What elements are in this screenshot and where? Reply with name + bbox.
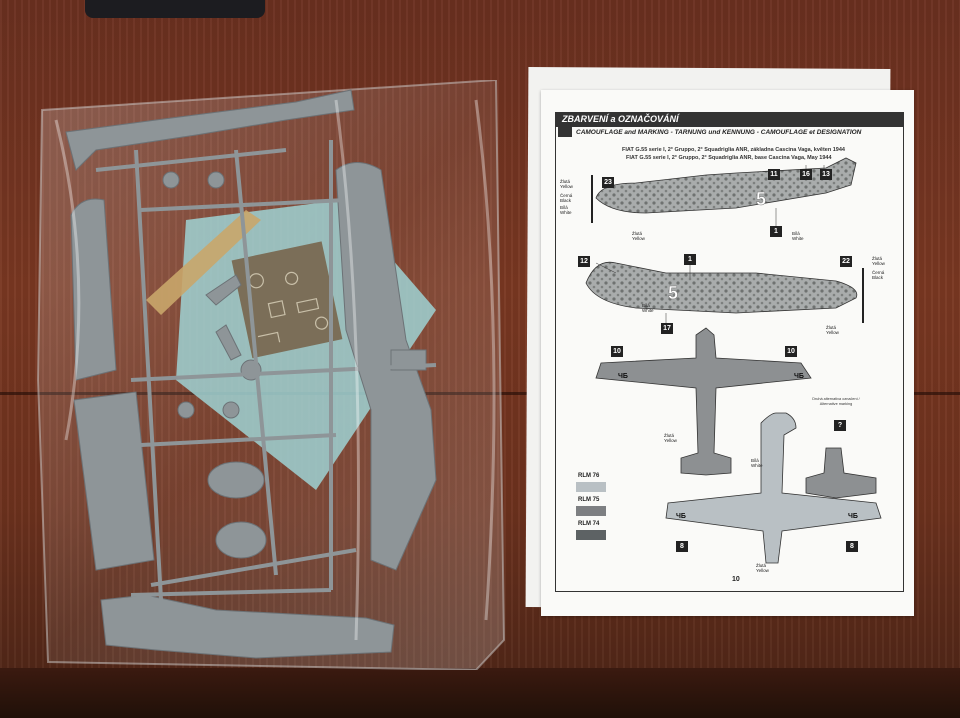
callout-13: 13 — [820, 169, 832, 180]
callout-17: 17 — [661, 323, 673, 334]
sprue-runner — [95, 140, 437, 601]
sheet-title: ZBARVENÍ a OZNAČOVÁNÍ — [562, 114, 679, 124]
fuselage-half-top — [65, 89, 355, 171]
sheet-header: ZBARVENÍ a OZNAČOVÁNÍ — [556, 113, 903, 127]
tailplane-2 — [215, 521, 267, 559]
page-number: 10 — [732, 576, 740, 583]
side-view-left — [595, 157, 857, 214]
rlm-74-swatch — [576, 530, 606, 540]
top-view — [595, 327, 812, 476]
dark-object — [85, 0, 265, 18]
aircraft-number-1: 5 — [756, 189, 767, 210]
callout-10a: 10 — [611, 346, 623, 357]
wing-code-4: ЧБ — [848, 513, 858, 520]
callout-11: 11 — [768, 169, 780, 180]
callout-10b: 10 — [785, 346, 797, 357]
callout-23: 23 — [602, 177, 614, 188]
tailplane-1 — [207, 461, 265, 499]
wing-code-3: ЧБ — [676, 513, 686, 520]
fuselage-half-bottom — [100, 594, 395, 659]
instruction-sheet: ZBARVENÍ a OZNAČOVÁNÍ CAMOUFLAGE and MAR… — [541, 90, 914, 616]
wood-part — [146, 210, 261, 315]
callout-8b: 8 — [846, 541, 858, 552]
caption-cz: FIAT G.55 serie I, 2° Gruppo, 2° Squadri… — [622, 147, 845, 153]
rlm-76-swatch — [576, 482, 606, 492]
rlm-75-label: RLM 75 — [578, 497, 600, 503]
model-kit-bag — [36, 80, 506, 670]
wing-part-2 — [73, 391, 155, 571]
wing-code-1: ЧБ — [618, 373, 628, 380]
callout-1a: 1 — [770, 226, 782, 237]
rlm-75-swatch — [576, 506, 606, 516]
callout-question: ? — [834, 420, 846, 431]
alt-marking-tail — [805, 447, 877, 499]
aircraft-drawings — [585, 157, 882, 564]
callout-22: 22 — [840, 256, 852, 267]
propeller — [205, 274, 242, 361]
brand-logo — [558, 127, 572, 137]
wing-code-2: ЧБ — [794, 373, 804, 380]
sheet-frame: ZBARVENÍ a OZNAČOVÁNÍ CAMOUFLAGE and MAR… — [555, 112, 904, 592]
callout-16: 16 — [800, 169, 812, 180]
callout-1b: 1 — [684, 254, 696, 265]
sprue-illustration — [36, 80, 506, 670]
rlm-76-label: RLM 76 — [578, 473, 600, 479]
callout-8a: 8 — [676, 541, 688, 552]
side-view-right — [585, 261, 858, 314]
rlm-74-label: RLM 74 — [578, 521, 600, 527]
caption-en: FIAT G.55 serie I, 2° Gruppo, 2° Squadri… — [626, 155, 832, 161]
table-edge — [0, 668, 960, 718]
alt-marking-note: Druhá alternativa označení / Alternative… — [812, 397, 860, 406]
callout-12: 12 — [578, 256, 590, 267]
sheet-subtitle: CAMOUFLAGE and MARKING - TARNUNG und KEN… — [576, 129, 862, 136]
photo-etch-fret — [231, 241, 343, 359]
wing-part-1 — [70, 198, 117, 381]
bottom-view — [665, 412, 882, 564]
aircraft-number-2: 5 — [668, 283, 679, 304]
